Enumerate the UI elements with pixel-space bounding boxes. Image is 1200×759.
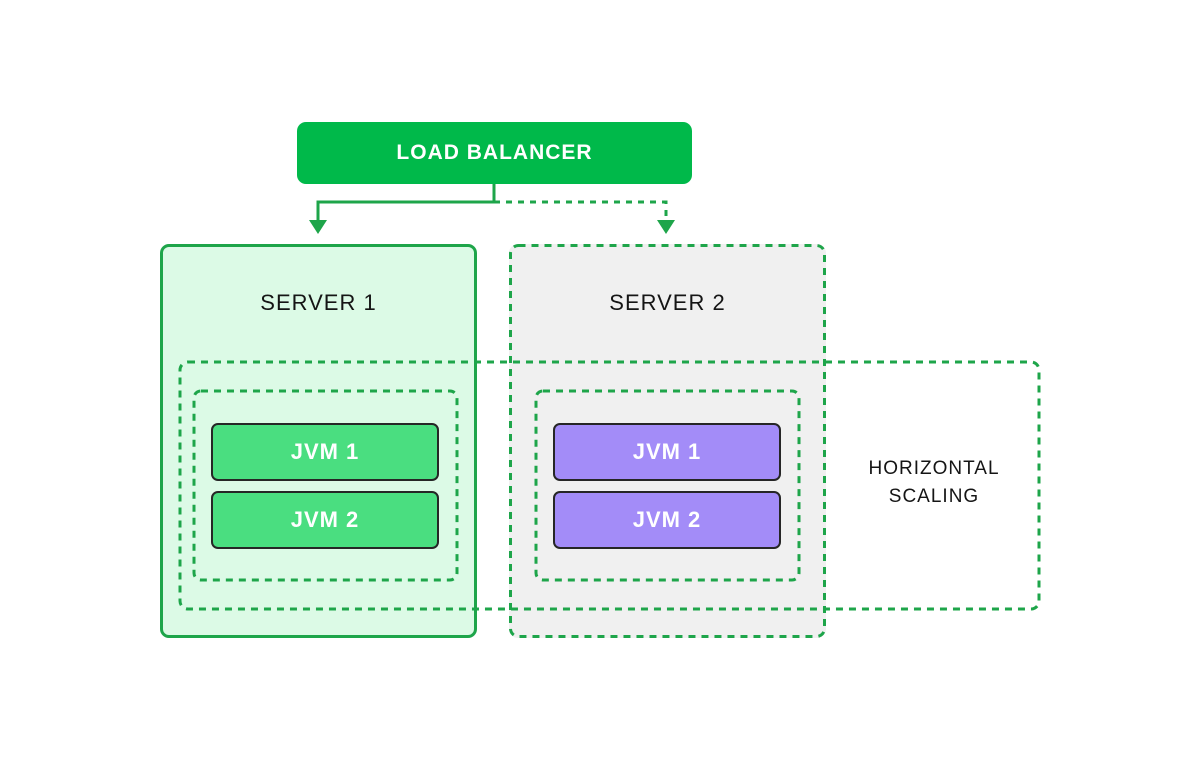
server-1-jvm-1: JVM 1 xyxy=(211,423,439,481)
jvm-label: JVM 2 xyxy=(632,507,702,532)
horizontal-scaling-label: HORIZONTAL SCALING xyxy=(856,455,1012,511)
server-1-label: SERVER 1 xyxy=(260,290,377,315)
arrowhead-to-server-1 xyxy=(309,220,327,234)
server-2-jvm-2: JVM 2 xyxy=(553,491,781,549)
server-2-dashed-outline xyxy=(509,244,826,638)
connector-to-server-2 xyxy=(494,200,668,220)
server-2-label: SERVER 2 xyxy=(609,290,726,315)
horizontal-scaling-line-1: HORIZONTAL xyxy=(868,458,1000,479)
server-1-jvm-group-outline xyxy=(192,389,459,582)
horizontal-scaling-line-2: SCALING xyxy=(888,486,980,507)
jvm-label: JVM 1 xyxy=(290,439,360,464)
arrowhead-to-server-2 xyxy=(657,220,675,234)
connector-to-server-1 xyxy=(316,184,496,220)
horizontal-scaling-outline xyxy=(178,360,1041,611)
jvm-label: JVM 2 xyxy=(290,507,360,532)
load-balancer-box: LOAD BALANCER xyxy=(297,122,692,184)
jvm-label: JVM 1 xyxy=(632,439,702,464)
load-balancer-label: LOAD BALANCER xyxy=(396,141,593,164)
server-1-jvm-2: JVM 2 xyxy=(211,491,439,549)
server-2-jvm-group-outline xyxy=(534,389,801,582)
server-2-jvm-1: JVM 1 xyxy=(553,423,781,481)
